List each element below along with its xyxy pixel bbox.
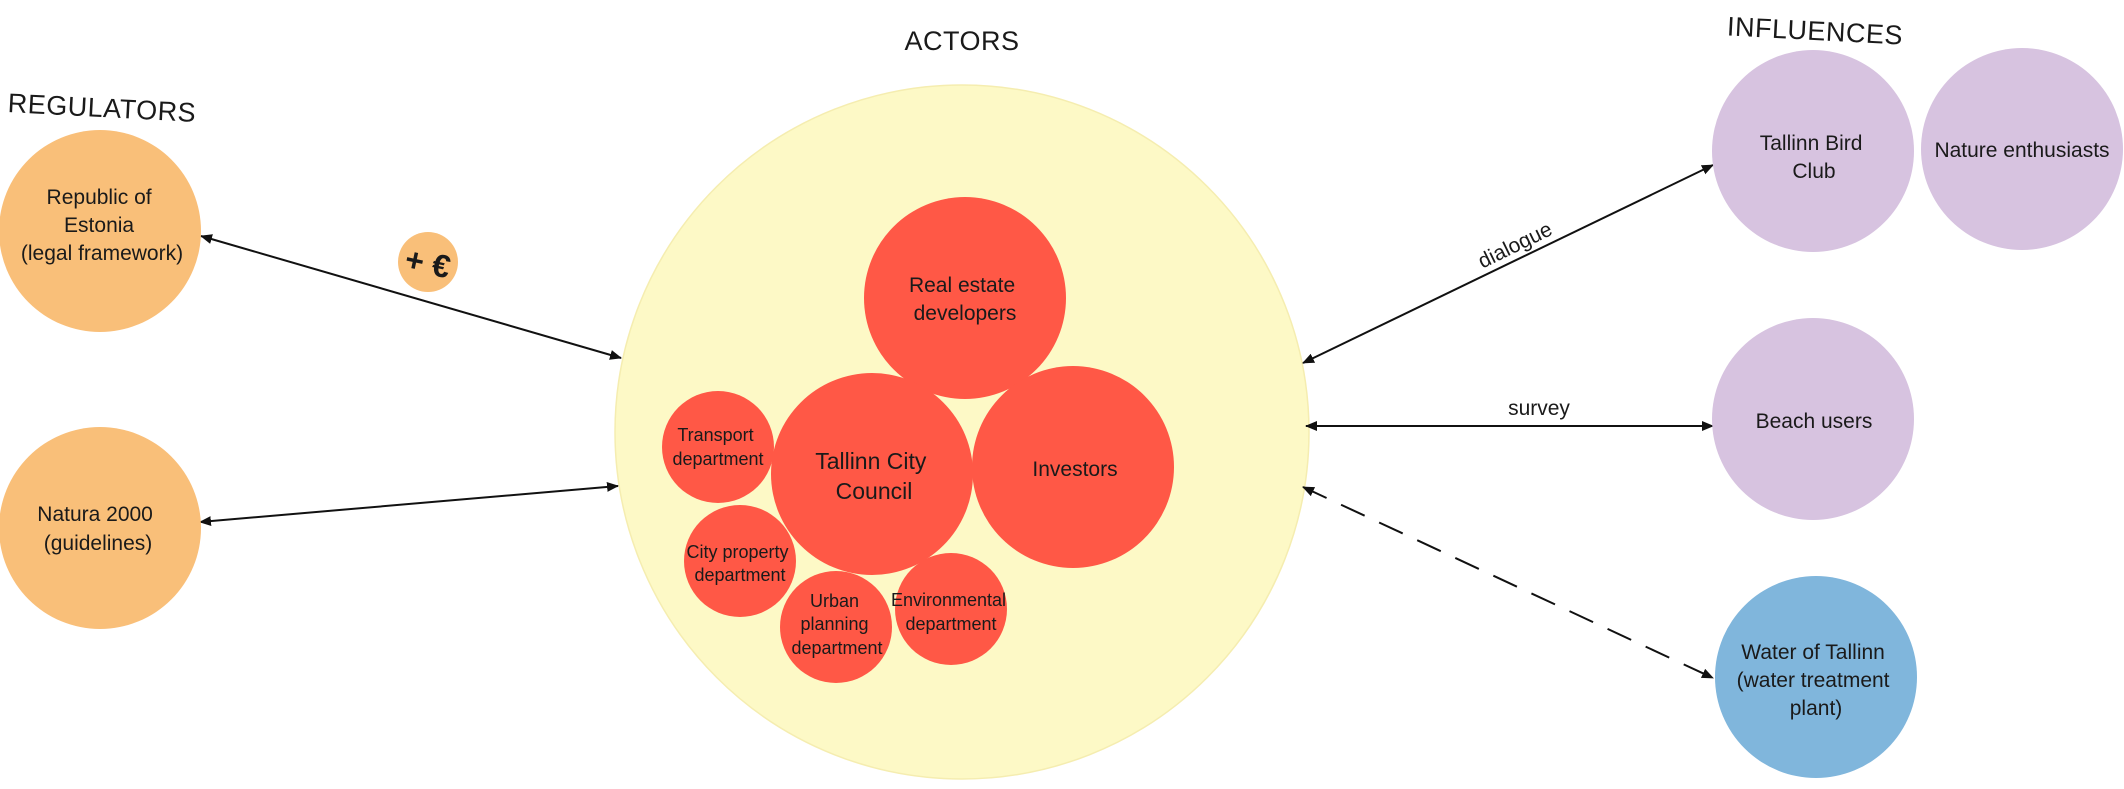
node-transport-label: Transport department [672, 425, 763, 469]
node-republic-line-1: Republic of [47, 186, 152, 209]
node-city-property-department: City property department [684, 505, 796, 617]
node-urban-planning-line-3: department [791, 638, 882, 658]
node-nature-circle [1921, 48, 2123, 250]
node-city-property-circle [684, 505, 796, 617]
node-republic-circle [0, 130, 201, 332]
node-water-line-3: plant) [1790, 697, 1843, 720]
node-transport-department: Transport department [662, 391, 774, 503]
node-nature-enthusiasts: Nature enthusiasts [1921, 48, 2123, 250]
arrow-actors-birdclub [1302, 164, 1714, 364]
node-urban-planning-label: Urban planning department [791, 591, 882, 658]
node-environmental-line-1: Environmental [891, 590, 1006, 610]
money-badge: + € [398, 232, 458, 292]
node-water-label: Water of Tallinn (water treatment plant) [1737, 641, 1896, 720]
node-city-council-line-2: Council [836, 478, 913, 504]
node-water-circle [1715, 576, 1917, 778]
node-bird-club-line-2: Club [1792, 160, 1835, 183]
node-natura-2000: Natura 2000 (guidelines) [0, 427, 201, 629]
node-transport-circle [662, 391, 774, 503]
money-badge-circle [398, 232, 458, 292]
node-real-estate-line-2: developers [914, 302, 1017, 325]
arrow-republic-actors [200, 234, 622, 360]
node-environmental-department: Environmental department [891, 553, 1011, 665]
node-urban-planning-department: Urban planning department [780, 571, 892, 683]
node-city-property-label: City property department [686, 542, 793, 585]
node-city-council-line-1: Tallinn City [815, 448, 927, 474]
node-bird-club-circle [1712, 50, 1914, 252]
node-real-estate-label: Real estate developers [909, 274, 1021, 325]
node-investors: Investors [972, 366, 1174, 568]
node-water-line-1: Water of Tallinn [1741, 641, 1885, 664]
node-beach-users: Beach users [1712, 318, 1914, 520]
node-tallinn-bird-club: Tallinn Bird Club [1712, 50, 1914, 252]
arrow-natura-actors [199, 481, 619, 527]
node-urban-planning-line-2: planning [800, 614, 868, 634]
arrow-actors-water-dashed [1302, 486, 1714, 679]
node-transport-line-1: Transport [677, 425, 753, 445]
edge-label-dialogue: dialogue [1474, 218, 1555, 273]
node-nature-label: Nature enthusiasts [1934, 139, 2109, 162]
node-natura-circle [0, 427, 201, 629]
edge-label-survey: survey [1508, 397, 1570, 420]
node-republic-line-2: Estonia [64, 214, 134, 237]
node-investors-circle [972, 366, 1174, 568]
node-natura-label: Natura 2000 (guidelines) [37, 503, 158, 555]
node-republic-of-estonia: Republic of Estonia (legal framework) [0, 130, 201, 332]
node-real-estate-line-1: Real estate [909, 274, 1015, 297]
node-republic-label: Republic of Estonia (legal framework) [21, 186, 183, 265]
node-city-council-circle [771, 373, 973, 575]
node-urban-planning-circle [780, 571, 892, 683]
node-natura-line-2: (guidelines) [44, 532, 153, 555]
node-urban-planning-line-1: Urban [810, 591, 859, 611]
node-real-estate-circle [864, 197, 1066, 399]
node-investors-label: Investors [1032, 458, 1117, 481]
node-beach-circle [1712, 318, 1914, 520]
node-real-estate-developers: Real estate developers [864, 197, 1066, 399]
heading-regulators: REGULATORS [7, 88, 197, 128]
node-transport-line-2: department [672, 449, 763, 469]
node-water-line-2: (water treatment [1737, 669, 1890, 692]
node-water-of-tallinn: Water of Tallinn (water treatment plant) [1715, 576, 1917, 778]
node-tallinn-city-council: Tallinn City Council [771, 373, 973, 575]
node-city-council-label: Tallinn City Council [815, 448, 933, 504]
node-bird-club-line-1: Tallinn Bird [1760, 132, 1863, 155]
node-natura-line-1: Natura 2000 [37, 503, 153, 526]
heading-actors: ACTORS [904, 26, 1019, 56]
node-city-property-line-1: City property [686, 542, 788, 562]
node-city-property-line-2: department [694, 565, 785, 585]
node-bird-club-label: Tallinn Bird Club [1760, 132, 1869, 183]
node-beach-label: Beach users [1756, 410, 1873, 433]
node-environmental-line-2: department [905, 614, 996, 634]
node-environmental-label: Environmental department [891, 590, 1011, 634]
heading-influences: INFLUENCES [1726, 11, 1903, 50]
node-environmental-circle [895, 553, 1007, 665]
node-republic-line-3: (legal framework) [21, 242, 183, 265]
